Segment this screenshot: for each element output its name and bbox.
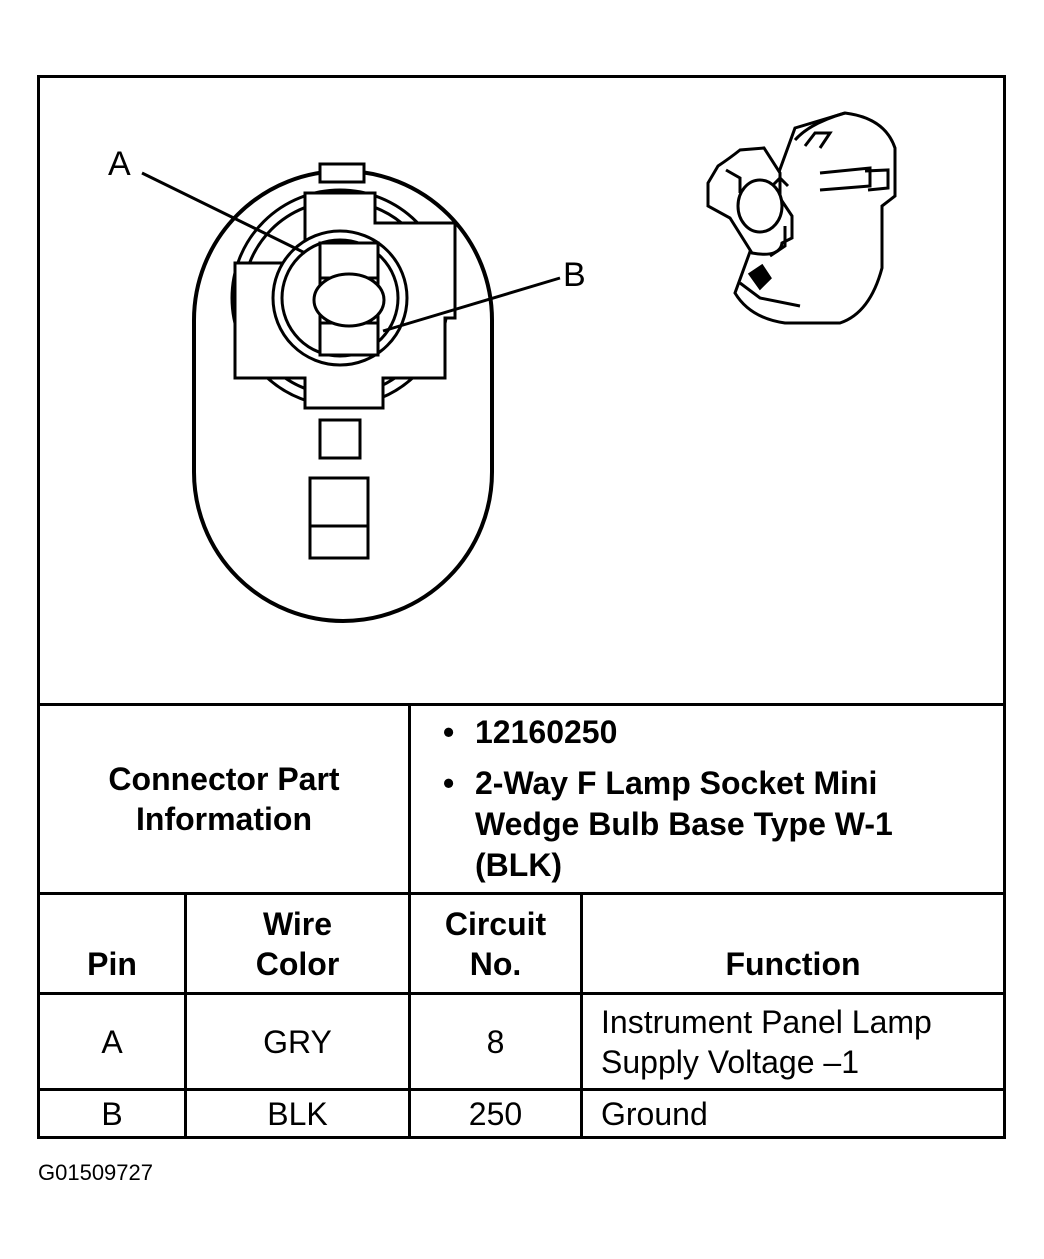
header-circuit-no: Circuit No. bbox=[411, 895, 580, 992]
connector-frame: A B Connector Part Information 12160250 bbox=[37, 75, 1006, 1139]
header-function-text: Function bbox=[725, 946, 861, 982]
header-pin: Pin bbox=[40, 895, 184, 992]
row-b-function-text: Ground bbox=[601, 1095, 708, 1132]
header-wire-color-text: Wire Color bbox=[255, 906, 340, 982]
callout-a-label: A bbox=[108, 145, 131, 183]
connector-info-label-text: Connector Part Information bbox=[108, 761, 340, 837]
lower-slot bbox=[318, 418, 362, 460]
row-b-wire-color: BLK bbox=[187, 1091, 408, 1136]
header-pin-text: Pin bbox=[87, 946, 137, 982]
row-b-circuit-no-text: 250 bbox=[468, 1095, 523, 1132]
header-function: Function bbox=[583, 895, 1003, 992]
row-a-circuit-no-text: 8 bbox=[486, 1023, 505, 1060]
row-a-function: Instrument Panel Lamp Supply Voltage –1 bbox=[583, 995, 1003, 1088]
lower-latch bbox=[308, 476, 370, 560]
row-a-wire-color: GRY bbox=[187, 995, 408, 1088]
row-a-circuit-no: 8 bbox=[411, 995, 580, 1088]
socket-isometric-illustration bbox=[706, 111, 897, 325]
row-a-pin: A bbox=[40, 995, 184, 1088]
connector-info-list: 12160250 2-Way F Lamp Socket Mini Wedge … bbox=[411, 706, 1003, 892]
callout-b-line bbox=[382, 276, 561, 333]
row-b-wire-color-text: BLK bbox=[267, 1095, 328, 1132]
header-circuit-no-text: Circuit No. bbox=[444, 906, 547, 982]
figure-id: G01509727 bbox=[38, 1160, 153, 1185]
row-b-pin: B bbox=[40, 1091, 184, 1136]
row-a-function-text: Instrument Panel Lamp Supply Voltage –1 bbox=[601, 1003, 932, 1080]
connector-part-number: 12160250 bbox=[443, 712, 1003, 753]
row-a-pin-text: A bbox=[101, 1023, 123, 1060]
row-b-pin-text: B bbox=[101, 1095, 123, 1132]
row-a-wire-color-text: GRY bbox=[263, 1023, 332, 1060]
row-b-circuit-no: 250 bbox=[411, 1091, 580, 1136]
connector-description: 2-Way F Lamp Socket Mini Wedge Bulb Base… bbox=[443, 763, 955, 886]
callout-a-line bbox=[141, 171, 306, 255]
connector-drawing: A B bbox=[108, 111, 897, 623]
row-b-function: Ground bbox=[583, 1091, 1003, 1136]
callout-b-label: B bbox=[563, 256, 586, 294]
housing-top-tab bbox=[318, 162, 366, 184]
header-wire-color: Wire Color bbox=[187, 895, 408, 992]
connector-info-label: Connector Part Information bbox=[40, 706, 408, 892]
